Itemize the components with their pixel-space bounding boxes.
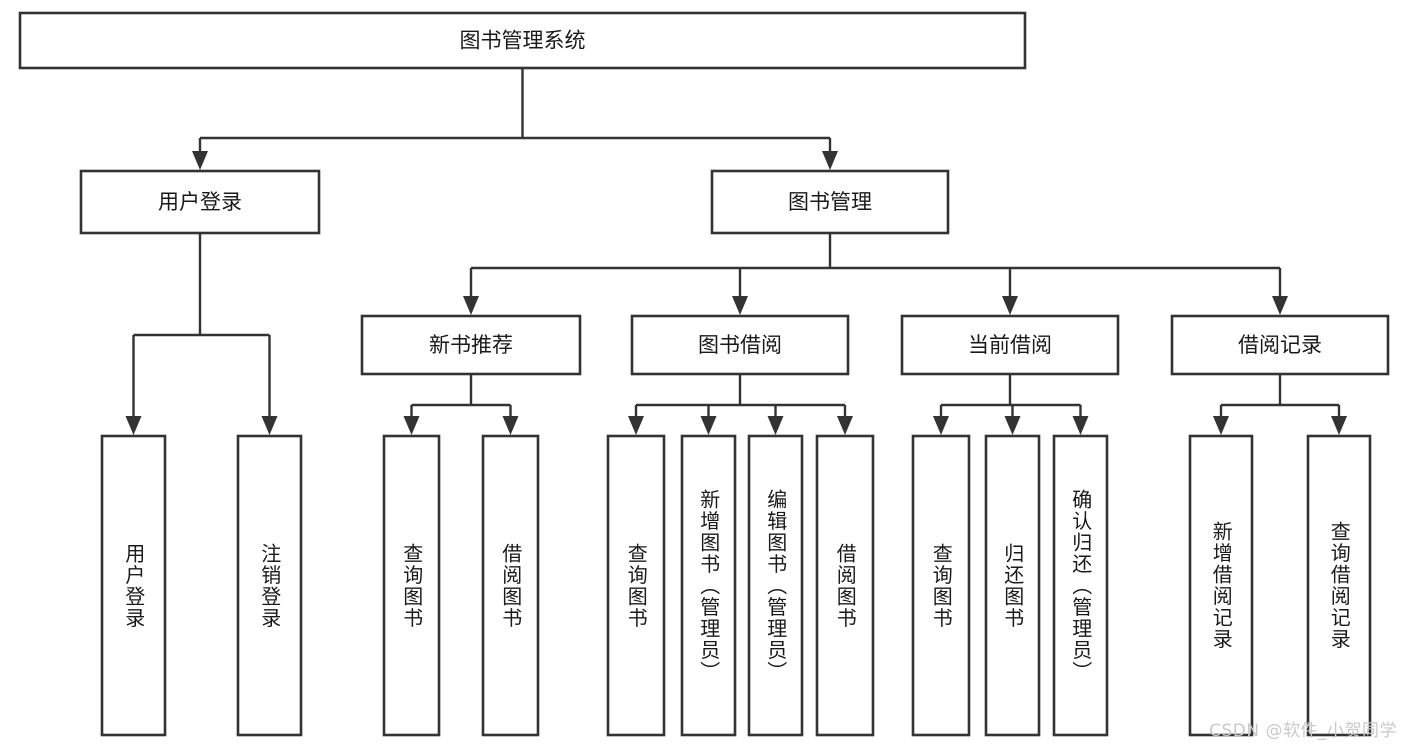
leaf-box[interactable] [815, 434, 875, 737]
arrow-head-icon [125, 416, 142, 435]
leaf-box[interactable] [1188, 434, 1254, 737]
leaf-box[interactable] [606, 434, 666, 737]
level1-box[interactable] [710, 169, 950, 235]
arrow-head-icon [822, 151, 838, 170]
root-box[interactable] [18, 11, 1027, 70]
arrow-head-icon [1213, 416, 1229, 435]
arrow-head-icon [502, 416, 519, 435]
connectors-layer [125, 68, 1347, 435]
arrow-head-icon [732, 296, 748, 315]
arrow-head-icon [192, 151, 208, 170]
level1-label: 图书管理 [788, 190, 872, 214]
level2-label: 图书借阅 [698, 333, 782, 357]
arrow-head-icon [1331, 416, 1347, 435]
arrow-head-icon [1002, 296, 1018, 315]
csdn-watermark: CSDN @软件_小贺同学 [1209, 721, 1397, 741]
arrow-head-icon [1072, 416, 1089, 435]
leaf-box[interactable] [747, 434, 804, 737]
leaf-box[interactable] [100, 434, 167, 737]
level1-box[interactable] [79, 169, 321, 235]
arrow-head-icon [1004, 416, 1021, 435]
level2-box[interactable] [900, 314, 1120, 376]
level2-box[interactable] [1170, 314, 1390, 376]
leaf-box[interactable] [911, 434, 971, 737]
leaf-box[interactable] [984, 434, 1041, 737]
boxes-layer [18, 11, 1390, 737]
arrow-head-icon [700, 416, 717, 435]
leaf-box[interactable] [680, 434, 737, 737]
root-label: 图书管理系统 [460, 29, 586, 53]
arrow-head-icon [837, 416, 853, 435]
leaf-box[interactable] [1052, 434, 1109, 737]
arrow-head-icon [403, 416, 420, 435]
level2-box[interactable] [630, 314, 850, 376]
arrow-head-icon [1272, 296, 1288, 315]
leaf-box[interactable] [1306, 434, 1372, 737]
level2-label: 新书推荐 [429, 333, 513, 357]
leaf-box[interactable] [382, 434, 441, 737]
leaf-box[interactable] [236, 434, 303, 737]
arrow-head-icon [767, 416, 784, 435]
level2-label: 借阅记录 [1238, 333, 1322, 357]
level2-label: 当前借阅 [968, 333, 1052, 357]
arrow-head-icon [933, 416, 949, 435]
arrow-head-icon [463, 296, 479, 315]
arrow-head-icon [261, 416, 278, 435]
level1-label: 用户登录 [158, 190, 242, 214]
leaf-box[interactable] [481, 434, 540, 737]
level2-box[interactable] [360, 314, 582, 376]
arrow-head-icon [628, 416, 644, 435]
